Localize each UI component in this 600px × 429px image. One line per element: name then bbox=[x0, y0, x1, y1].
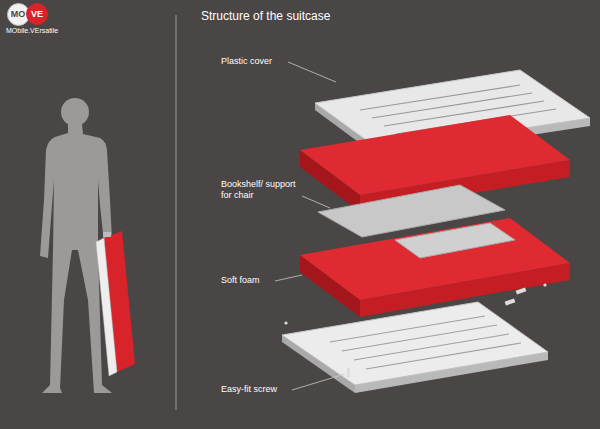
soft-foam bbox=[300, 115, 570, 195]
title: Structure of the suitcase bbox=[201, 9, 330, 23]
logo-circle: VE bbox=[26, 3, 48, 25]
logo-text: MO bbox=[11, 9, 26, 19]
soft-foam bbox=[300, 218, 570, 300]
divider-line bbox=[176, 15, 177, 410]
leader-lines bbox=[275, 62, 345, 390]
part-label: Bookshelf/ support for chair bbox=[221, 179, 297, 202]
logo-subtitle: MObile.VErsatile bbox=[6, 27, 58, 36]
label-holder: MObile.VErsatile bbox=[6, 27, 58, 36]
bottom-tray bbox=[282, 302, 548, 385]
screw bbox=[347, 368, 350, 377]
tray-grooves bbox=[330, 316, 521, 369]
label-holder: Plastic cover bbox=[221, 56, 272, 67]
screw-head bbox=[284, 321, 287, 324]
suitcase-front bbox=[96, 238, 117, 376]
bookshelf-plate bbox=[395, 223, 515, 258]
screw-head bbox=[543, 283, 546, 286]
person-head bbox=[61, 98, 89, 126]
screw bbox=[516, 287, 527, 294]
part-label: Easy-fit screw bbox=[221, 384, 277, 395]
label-holder: Easy-fit screw bbox=[221, 384, 277, 395]
title-holder: Structure of the suitcase bbox=[201, 9, 330, 23]
screw bbox=[505, 298, 516, 305]
part-label: Plastic cover bbox=[221, 56, 272, 67]
part-label: Soft foam bbox=[221, 275, 260, 286]
logo-text: VE bbox=[31, 9, 43, 19]
label-holder: Bookshelf/ support for chair bbox=[221, 179, 297, 202]
suitcase-handle bbox=[103, 232, 111, 237]
label-holder: Soft foam bbox=[221, 275, 260, 286]
